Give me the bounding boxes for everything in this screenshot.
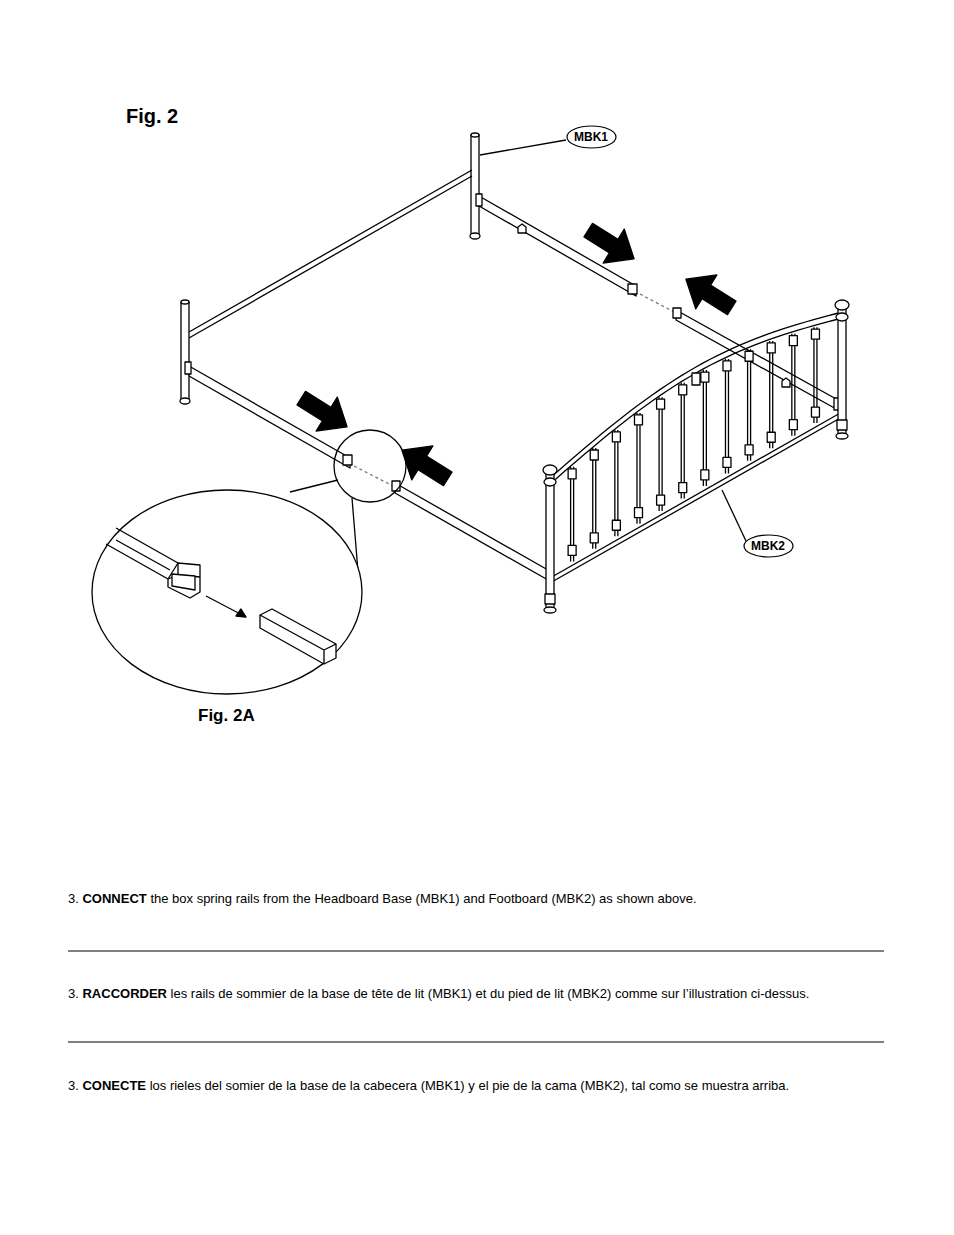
- step-verb: CONNECT: [82, 891, 146, 906]
- step-text: los rieles del somier de la base de la c…: [150, 1078, 789, 1093]
- part-code: MBK1: [574, 130, 608, 144]
- instruction-step: 3.CONECTE los rieles del somier de la bas…: [68, 1078, 789, 1093]
- instruction-step: 3.CONNECT the box spring rails from the H…: [68, 891, 697, 906]
- step-text: les rails de sommier de la base de tête …: [171, 986, 810, 1001]
- step-number: 3.: [68, 1078, 79, 1093]
- instruction-step: 3.RACCORDER les rails de sommier de la ba…: [68, 986, 809, 1001]
- step-verb: RACCORDER: [82, 986, 167, 1001]
- step-number: 3.: [68, 891, 79, 906]
- figure-label: Fig. 2A: [198, 706, 255, 726]
- figure-label: Fig. 2: [126, 105, 178, 128]
- part-callout: MBK1: [566, 125, 617, 149]
- part-code: MBK2: [751, 539, 785, 553]
- part-callout: MBK2: [743, 534, 794, 558]
- step-text: the box spring rails from the Headboard …: [150, 891, 696, 906]
- step-number: 3.: [68, 986, 79, 1001]
- step-verb: CONECTE: [82, 1078, 146, 1093]
